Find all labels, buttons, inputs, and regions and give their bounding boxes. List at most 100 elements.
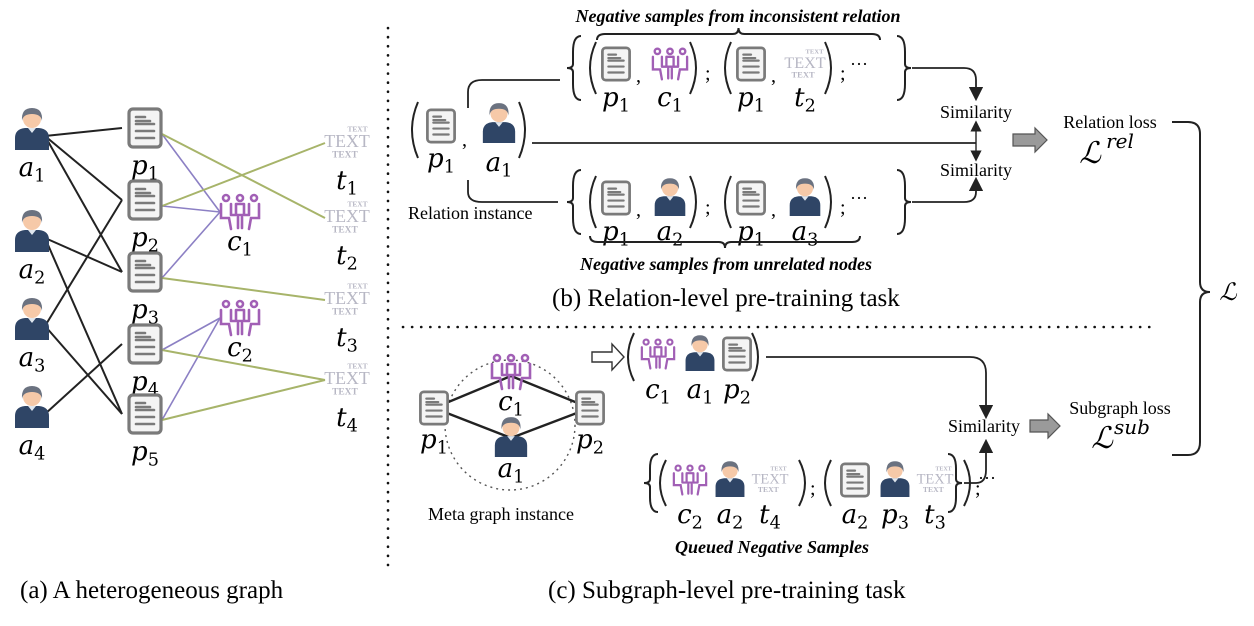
label-p3: p3 (881, 500, 909, 534)
semicolon: ; (810, 478, 816, 500)
label-a1: a1 (19, 153, 46, 187)
label-t1: t1 (336, 166, 358, 200)
svg-text:TEXT: TEXT (332, 226, 358, 236)
open-paren (724, 41, 732, 95)
semicolon: ; (840, 197, 846, 219)
node-c2: c2 (219, 299, 261, 367)
author-icon (880, 461, 910, 497)
close-paren (689, 175, 697, 229)
author-icon (654, 178, 686, 216)
edge-paper-conference (161, 133, 221, 213)
graph-edges (44, 127, 326, 421)
paper-icon (419, 390, 449, 426)
ellipsis: ··· (978, 468, 996, 488)
semicolon: ; (705, 197, 711, 219)
svg-text:TEXT: TEXT (324, 131, 370, 151)
arrow-neg-top (912, 67, 984, 102)
edge-author-paper (44, 135, 123, 201)
author-icon (685, 335, 715, 371)
edge-paper-conference (161, 205, 221, 213)
caption-a: (a) A heterogeneous graph (20, 577, 284, 604)
paper-icon (127, 251, 163, 293)
ellipsis: ··· (850, 54, 868, 74)
label-p1: p1 (737, 83, 765, 117)
svg-text:TEXT: TEXT (791, 69, 815, 79)
curly-brace (896, 169, 912, 235)
edge-paper-term (161, 277, 326, 301)
label-c1: c1 (645, 375, 671, 409)
total-loss-symbol: ℒ (1219, 278, 1237, 306)
relation-instance-label: Relation instance (408, 203, 532, 223)
edge-paper-term (161, 133, 326, 219)
open-paren (627, 332, 635, 382)
node-p3: p3 (127, 251, 163, 329)
author-icon (15, 108, 49, 150)
similarity-label-bottom: Similarity (940, 160, 1012, 180)
node-p4: p4 (127, 323, 163, 401)
semicolon: ; (975, 478, 981, 500)
brace-unrelated (589, 235, 861, 249)
label-p1: p1 (737, 217, 765, 251)
arrow-neg-bottom (912, 176, 984, 203)
label-t4: t4 (759, 500, 781, 534)
author-icon (715, 461, 745, 497)
label-t3: t3 (336, 323, 358, 357)
subgraph-loss-superscript: sub (1114, 415, 1150, 439)
paper-icon (426, 108, 456, 144)
arrow-to-subgraph-loss (1029, 412, 1061, 440)
paper-icon (736, 46, 766, 82)
queued-negative-title: Queued Negative Samples (675, 537, 869, 557)
label-c2: c2 (677, 500, 703, 534)
svg-text:TEXT: TEXT (348, 124, 368, 133)
label-p1: p1 (131, 151, 159, 185)
label-a2: a2 (842, 500, 869, 534)
label-t2: t2 (794, 83, 816, 117)
svg-text:TEXT: TEXT (348, 199, 368, 208)
comma: , (771, 65, 776, 87)
svg-text:TEXT: TEXT (332, 308, 358, 318)
curly-brace (643, 453, 659, 513)
label-a2: a2 (717, 500, 744, 534)
conference-icon (672, 464, 708, 496)
connector-up (467, 79, 560, 108)
curly-brace (566, 169, 582, 235)
open-paren (411, 101, 419, 159)
curly-brace (566, 35, 582, 101)
svg-text:TEXT: TEXT (923, 485, 944, 494)
similarity-label-top: Similarity (940, 102, 1012, 122)
label-a1: a1 (498, 454, 525, 488)
conference-icon (651, 47, 689, 81)
label-t3: t3 (924, 500, 946, 534)
curly-brace (896, 35, 912, 101)
label-p3: p3 (131, 295, 159, 329)
paper-icon (127, 107, 163, 149)
label-a2: a2 (19, 255, 46, 289)
svg-text:TEXT: TEXT (324, 206, 370, 226)
edge-paper-term (161, 379, 326, 421)
edge-paper-conference (161, 317, 221, 421)
open-paren (589, 41, 597, 95)
svg-text:TEXT: TEXT (324, 368, 370, 388)
brace-inconsistent (596, 27, 881, 41)
connector-down (467, 180, 558, 203)
close-paren (518, 101, 526, 159)
edge-author-paper (44, 343, 123, 415)
edge-author-paper (44, 237, 123, 415)
conference-icon (640, 338, 676, 370)
negative-unrelated-title: Negative samples from unrelated nodes (579, 254, 872, 274)
author-icon (494, 417, 528, 457)
open-paren (724, 175, 732, 229)
